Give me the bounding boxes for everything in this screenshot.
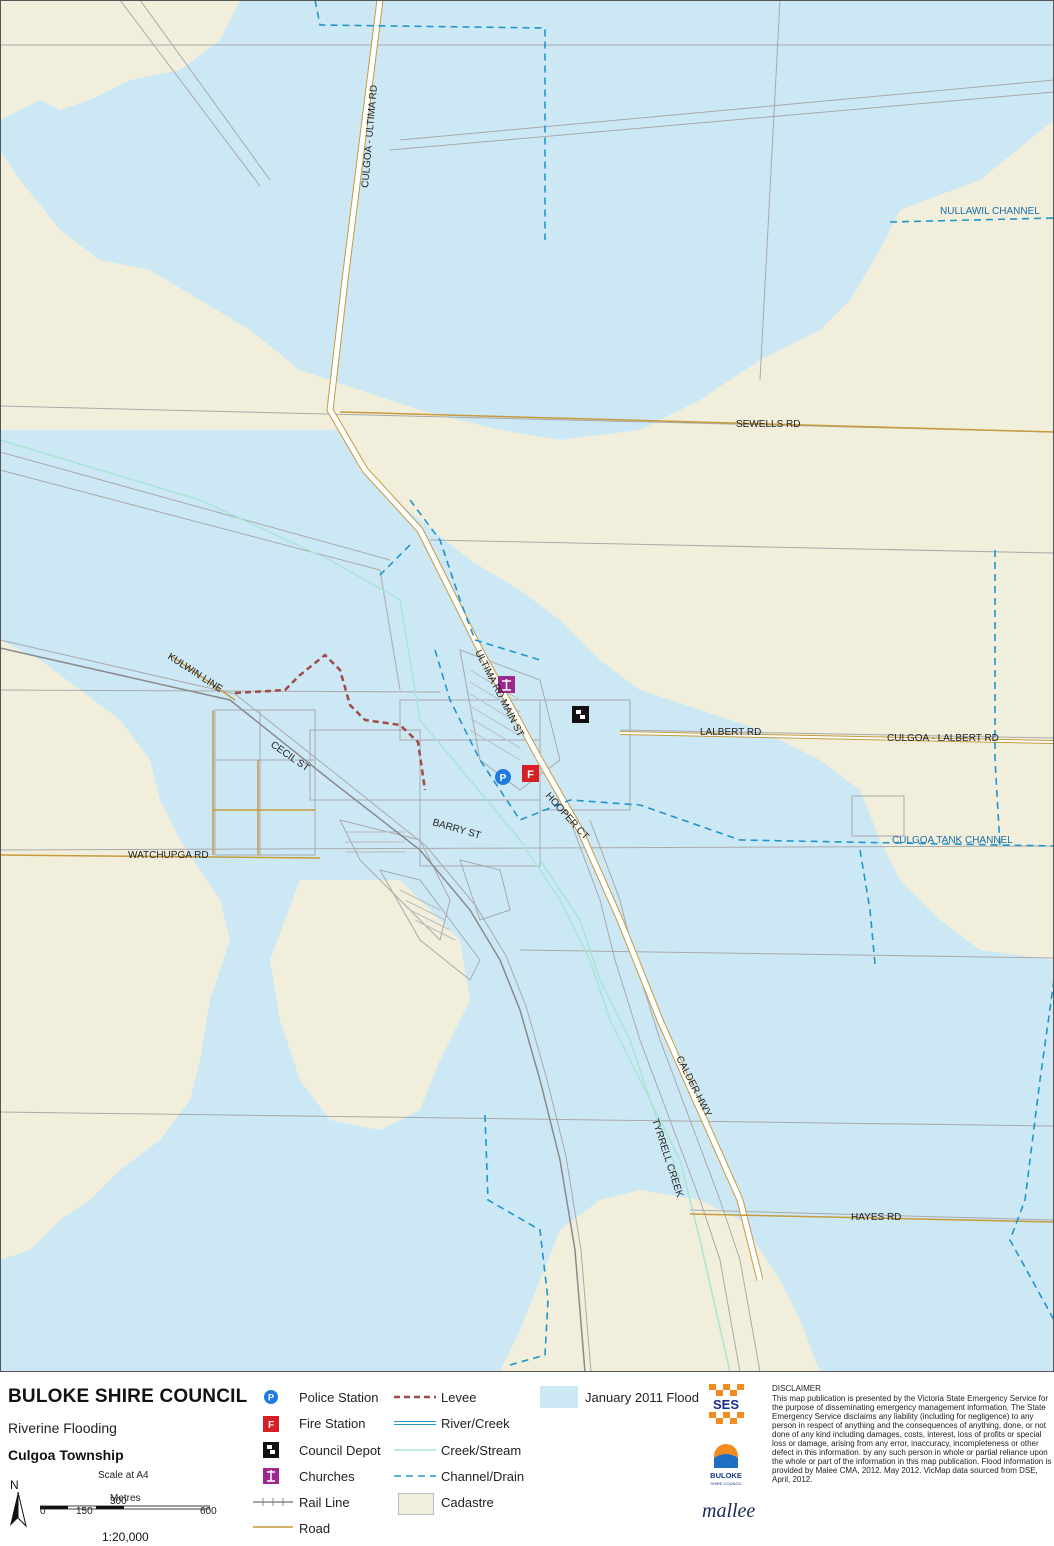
map-subtitle: Riverine Flooding <box>8 1420 117 1436</box>
flood-map: P F CULGOA - ULTIMA RD NULLAWIL CHANNEL … <box>0 0 1054 1372</box>
creek-streams <box>0 439 731 1372</box>
scale-at-label: Scale at A4 <box>98 1470 149 1481</box>
roads <box>0 0 1054 1281</box>
buloke-logo-subtext: SHIRE COUNCIL <box>710 1481 742 1486</box>
legend-council-depot: Council Depot <box>299 1443 381 1458</box>
scale-tick-0: 0 <box>40 1506 46 1517</box>
legend-police-station: Police Station <box>299 1390 379 1405</box>
legend-cadastre: Cadastre <box>441 1495 494 1510</box>
council-depot-marker[interactable] <box>572 706 589 723</box>
scale-tick-300: 300 <box>110 1496 127 1507</box>
label-sewells-rd: SEWELLS RD <box>736 419 800 430</box>
police-station-marker[interactable]: P <box>495 769 511 785</box>
label-watchupga-rd: WATCHUPGA RD <box>128 850 209 861</box>
legend-churches: Churches <box>299 1469 355 1484</box>
road-legend-icon <box>253 1526 293 1528</box>
mallee-logo: mallee <box>702 1500 756 1522</box>
legend-levee: Levee <box>441 1390 477 1405</box>
disclaimer-text: This map publication is presented by the… <box>772 1394 1052 1484</box>
legend-fire-station: Fire Station <box>299 1416 366 1431</box>
levee-legend-icon <box>394 1395 436 1399</box>
legend-panel: BULOKE SHIRE COUNCIL Riverine Flooding C… <box>0 1372 1054 1546</box>
rail-line <box>0 639 592 1372</box>
council-title: BULOKE SHIRE COUNCIL <box>8 1386 248 1407</box>
svg-text:F: F <box>268 1420 274 1431</box>
fire-station-marker[interactable]: F <box>522 765 539 782</box>
label-lalbert-rd: LALBERT RD <box>700 727 761 738</box>
metres-label: Metres <box>110 1493 141 1504</box>
north-arrow-icon <box>10 1492 27 1528</box>
label-hayes-rd: HAYES RD <box>851 1212 901 1223</box>
rail-legend-icon <box>253 1498 293 1506</box>
flood-legend-icon <box>540 1386 578 1408</box>
depot-legend-icon <box>263 1442 279 1458</box>
scale-ratio: 1:20,000 <box>102 1530 149 1544</box>
fire-legend-icon: F <box>263 1416 279 1432</box>
legend-january-2011-flood: January 2011 Flood <box>585 1390 699 1405</box>
buloke-logo: BULOKE SHIRE COUNCIL <box>710 1444 742 1486</box>
scale-bar <box>40 1505 210 1510</box>
label-culgoa-tank-channel: CULGOA TANK CHANNEL <box>892 835 1013 846</box>
flood-extent <box>0 0 1054 1372</box>
fire-marker-letter: F <box>527 769 534 781</box>
channel-drains <box>314 0 1054 1366</box>
church-marker[interactable] <box>498 676 515 693</box>
cadastre-legend-icon <box>398 1493 434 1515</box>
river-legend-icon <box>394 1421 436 1425</box>
town-parcels <box>214 649 631 981</box>
legend-road: Road <box>299 1521 331 1536</box>
channel-legend-icon <box>394 1475 436 1477</box>
church-legend-icon <box>263 1468 279 1484</box>
scale-tick-150: 150 <box>76 1506 93 1517</box>
cadastre-lines <box>0 0 1054 1221</box>
legend-channel-drain: Channel/Drain <box>441 1469 525 1484</box>
label-culgoa-lalbert-rd: CULGOA - LALBERT RD <box>887 733 999 744</box>
scale-tick-600: 600 <box>200 1506 217 1517</box>
levee <box>234 653 427 791</box>
creek-legend-icon <box>394 1449 436 1451</box>
river-creek <box>569 819 761 1372</box>
disclaimer-title: DISCLAIMER <box>772 1384 821 1393</box>
svg-text:P: P <box>268 1393 274 1403</box>
police-marker-letter: P <box>500 773 507 784</box>
legend-rail-line: Rail Line <box>299 1495 350 1510</box>
label-nullawil-channel: NULLAWIL CHANNEL <box>940 206 1040 217</box>
legend-river-creek: River/Creek <box>441 1416 510 1431</box>
police-legend-icon: P <box>264 1390 278 1404</box>
north-label: N <box>10 1478 19 1492</box>
township-title: Culgoa Township <box>8 1447 124 1463</box>
buloke-logo-text: BULOKE <box>710 1471 742 1480</box>
legend-creek-stream: Creek/Stream <box>441 1443 522 1458</box>
ses-logo-text: SES <box>713 1397 739 1412</box>
ses-logo: SES <box>709 1384 744 1424</box>
